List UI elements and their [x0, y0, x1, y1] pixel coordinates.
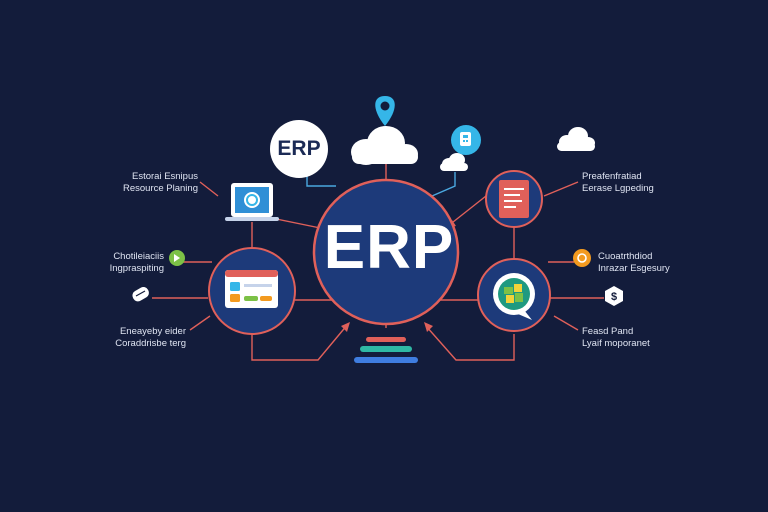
label-top-left: Estorai Esnipus Resource Planing — [110, 171, 198, 195]
mouse-icon — [132, 287, 149, 302]
label-mid-right: Cuoatrthdiod Inrazar Esgesury — [598, 251, 670, 275]
erp-badge-label: ERP — [277, 137, 321, 160]
svg-text:$: $ — [611, 291, 617, 303]
label-bottom-right-line1: Feasd Pand — [582, 326, 634, 337]
connector-label-bottom-right — [553, 315, 579, 331]
dollar-icon: $ — [605, 286, 623, 306]
hub-circle — [312, 178, 460, 326]
connector-lines — [152, 164, 604, 361]
label-bottom-right-line2: Lyaif moporanet — [582, 338, 650, 349]
erp-badge-circle — [270, 120, 328, 178]
cloud-icon — [351, 126, 418, 165]
label-top-right-line2: Eerase Lgpeding — [582, 183, 654, 194]
label-bottom-left-line2: Coraddrisbe terg — [115, 338, 186, 349]
connector-doc — [447, 195, 487, 227]
location-pin-icon — [375, 96, 395, 126]
connector-label-top-left — [199, 181, 219, 197]
connector-left-bottom — [251, 323, 349, 361]
arrowhead-right-bottom — [424, 322, 433, 332]
connector-label-bottom-left — [189, 315, 211, 331]
arrowhead-left-bottom — [341, 322, 350, 332]
document-icon — [499, 180, 529, 218]
label-top-right-line1: Preafenfratiad — [582, 171, 642, 182]
label-top-right: Preafenfratiad Eerase Lgpeding — [582, 171, 654, 195]
label-top-left-line2: Resource Planing — [123, 183, 198, 194]
connector-right-bottom — [425, 325, 515, 361]
browser-window-icon — [225, 270, 278, 308]
dashboard-icon — [451, 125, 481, 155]
hub-label: ERP — [323, 213, 455, 282]
label-mid-left-line2: Ingpraspiting — [109, 263, 164, 274]
phone-badge-icon — [169, 250, 185, 266]
connector-label-top-right — [543, 181, 579, 197]
cloud-icon-small — [440, 153, 468, 171]
label-mid-right-line2: Inrazar Esgesury — [598, 263, 670, 274]
label-mid-left-line1: Chotileiaciis — [113, 251, 164, 262]
laptop-icon — [225, 183, 279, 221]
layers-stack-icon — [354, 337, 418, 363]
label-bottom-right: Feasd Pand Lyaif moporanet — [582, 326, 650, 350]
label-mid-right-line1: Cuoatrthdiod — [598, 251, 653, 262]
connector-small-cloud — [431, 172, 456, 197]
cloud-icon-right — [557, 127, 595, 151]
coin-badge-icon — [573, 249, 591, 267]
label-mid-left: Chotileiaciis Ingpraspiting — [82, 251, 164, 275]
chat-bubble-icon — [493, 273, 535, 320]
label-top-left-line1: Estorai Esnipus — [131, 171, 198, 182]
label-bottom-left: Eneayeby eider Coraddrisbe terg — [96, 326, 186, 350]
label-bottom-left-line1: Eneayeby eider — [119, 326, 186, 337]
